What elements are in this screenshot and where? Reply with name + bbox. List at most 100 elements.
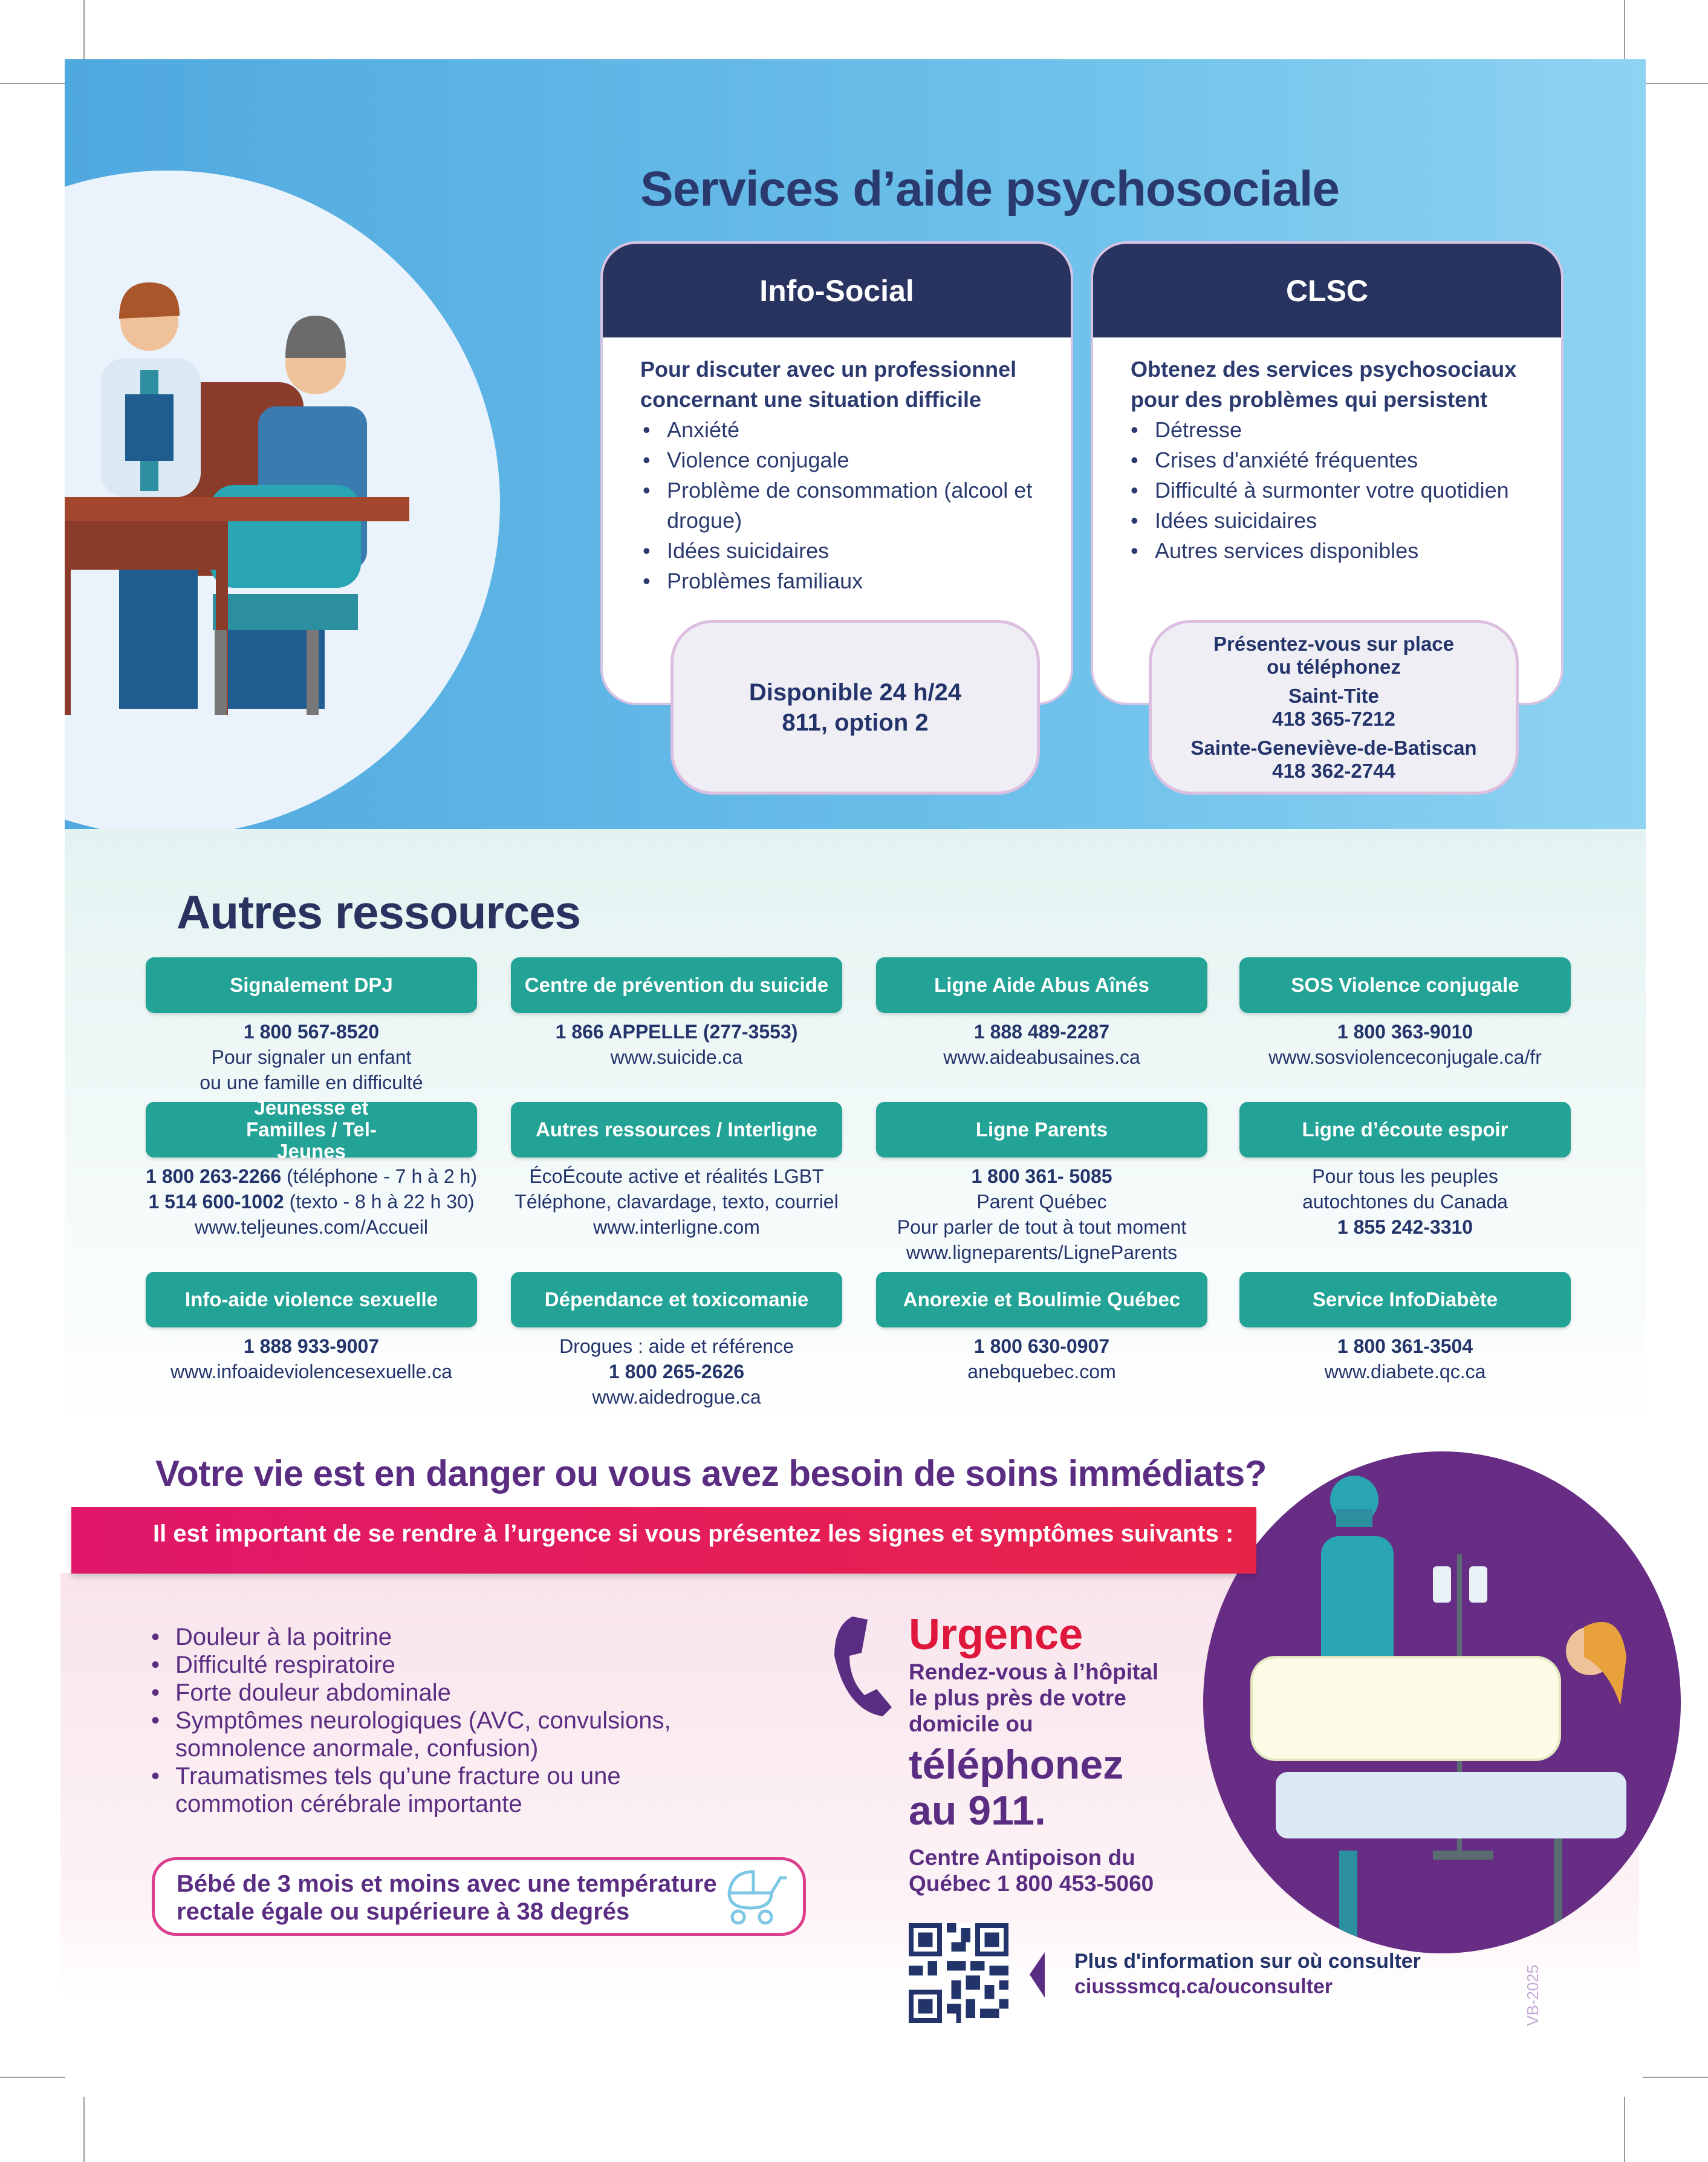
- page-title: Services d’aide psychosociale: [640, 161, 1340, 217]
- list-item: Détresse: [1128, 415, 1525, 445]
- resource-line: www.teljeunes.com/Accueil: [146, 1214, 477, 1240]
- resource-button[interactable]: Centre de prévention du suicide: [511, 957, 842, 1013]
- resource-line: ÉcoÉcoute active et réalités LGBT: [511, 1164, 842, 1189]
- list-item: Forte douleur abdominale: [151, 1679, 756, 1707]
- resource-item: Anorexie et Boulimie Québec 1 800 630-090…: [876, 1272, 1207, 1384]
- resource-text: www.aideabusaines.ca: [943, 1046, 1140, 1068]
- resource-text: anebquebec.com: [967, 1361, 1116, 1382]
- contact-intro: Présentez-vous sur place ou téléphonez: [1213, 632, 1454, 678]
- resource-line: 1 514 600-1002 (texto - 8 h à 22 h 30): [146, 1189, 477, 1214]
- info-social-availability-box: Disponible 24 h/24 811, option 2: [671, 620, 1040, 795]
- resource-text: Pour parler de tout à tout moment: [897, 1216, 1187, 1238]
- qr-code[interactable]: [909, 1923, 1008, 2023]
- resource-button[interactable]: Anorexie et Boulimie Québec: [876, 1272, 1207, 1327]
- list-item: Problème de consommation (alcool et drog…: [640, 475, 1034, 536]
- resource-text: www.infoaideviolencesexuelle.ca: [170, 1361, 453, 1382]
- resource-button[interactable]: Ligne d’écoute espoir: [1239, 1102, 1571, 1158]
- more-info-link[interactable]: ciusssmcq.ca/ouconsulter: [1074, 1975, 1333, 1998]
- info-social-title: Info-Social: [603, 244, 1071, 337]
- resource-line: 1 888 933-9007: [146, 1333, 477, 1359]
- list-item: Crises d'anxiété fréquentes: [1128, 445, 1525, 475]
- info-social-list: Anxiété Violence conjugale Problème de c…: [640, 415, 1034, 596]
- resource-text: 1 800 263-2266: [146, 1165, 282, 1187]
- resource-button[interactable]: Dépendance et toxicomanie: [511, 1272, 842, 1327]
- resource-button[interactable]: Ligne Parents: [876, 1102, 1207, 1158]
- resource-text: www.aidedrogue.ca: [592, 1386, 761, 1408]
- baby-fever-notice: Bébé de 3 mois et moins avec une tempéra…: [152, 1857, 806, 1936]
- banner-text: Il est important de se rendre à: [153, 1520, 504, 1547]
- resource-text: www.sosviolenceconjugale.ca/fr: [1268, 1046, 1542, 1068]
- resource-line: www.sosviolenceconjugale.ca/fr: [1239, 1044, 1571, 1070]
- banner-text: si vous présentez les signes et symptôme…: [611, 1520, 1234, 1547]
- resource-button[interactable]: Jeunesse et Familles / Tel-Jeunes: [146, 1097, 477, 1162]
- resource-text: 1 800 361-3504: [1337, 1335, 1473, 1357]
- emergency-banner: Il est important de se rendre à l’urgenc…: [71, 1507, 1256, 1574]
- resource-line: www.infoaideviolencesexuelle.ca: [146, 1359, 477, 1384]
- resource-text: www.ligneparents/LigneParents: [906, 1242, 1178, 1263]
- resource-line: autochtones du Canada: [1239, 1189, 1571, 1214]
- phone-number: 418 365-7212: [1272, 707, 1395, 730]
- resource-line: 1 800 265-2626: [511, 1359, 842, 1384]
- resource-text: Parent Québec: [976, 1191, 1107, 1213]
- resource-text: www.suicide.ca: [610, 1046, 743, 1068]
- resource-text: 1 855 242-3310: [1337, 1216, 1473, 1238]
- resource-text: Téléphone, clavardage, texto, courriel: [515, 1191, 839, 1213]
- list-item: Difficulté à surmonter votre quotidien: [1128, 475, 1525, 506]
- resource-text: ou une famille en difficulté: [200, 1072, 423, 1093]
- resource-line: 1 800 630-0907: [876, 1333, 1207, 1359]
- list-item: Douleur à la poitrine: [151, 1623, 756, 1651]
- resource-line: 1 866 APPELLE (277-3553): [511, 1019, 842, 1044]
- resource-button[interactable]: Info-aide violence sexuelle: [146, 1272, 477, 1327]
- more-info-text: Plus d'information sur où consulter: [1074, 1950, 1421, 1973]
- emergency-heading: Votre vie est en danger ou vous avez bes…: [155, 1453, 1267, 1494]
- list-item: Problèmes familiaux: [640, 566, 1034, 596]
- call-911-text: téléphonez au 911.: [909, 1742, 1124, 1834]
- resource-text: ÉcoÉcoute active et réalités LGBT: [529, 1165, 824, 1187]
- location-name: Saint-Tite: [1288, 684, 1379, 707]
- consultation-illustration: [65, 171, 500, 829]
- resource-line: Parent Québec: [876, 1189, 1207, 1214]
- resource-line: ou une famille en difficulté: [146, 1070, 477, 1095]
- resource-button[interactable]: Service InfoDiabète: [1239, 1272, 1571, 1327]
- resource-line: Drogues : aide et référence: [511, 1333, 842, 1359]
- antipoison-contact: Centre Antipoison du Québec 1 800 453-50…: [909, 1845, 1154, 1896]
- resource-text: 1 800 567-8520: [243, 1021, 380, 1043]
- resource-line: anebquebec.com: [876, 1359, 1207, 1384]
- resource-line: Pour tous les peuples: [1239, 1164, 1571, 1189]
- resource-line: 1 800 263-2266 (téléphone - 7 h à 2 h): [146, 1164, 477, 1189]
- resource-item: Info-aide violence sexuelle 1 888 933-900…: [146, 1272, 477, 1384]
- resource-text: 1 800 361- 5085: [971, 1165, 1112, 1187]
- resource-text: Pour tous les peuples: [1312, 1165, 1498, 1187]
- phone-number: 418 362-2744: [1272, 759, 1395, 782]
- resource-button[interactable]: SOS Violence conjugale: [1239, 957, 1571, 1013]
- resource-line: www.interligne.com: [511, 1214, 842, 1240]
- list-item: Autres services disponibles: [1128, 536, 1525, 566]
- resource-text: 1 800 630-0907: [973, 1335, 1110, 1357]
- clsc-contact-box: Présentez-vous sur place ou téléphonez S…: [1149, 620, 1519, 795]
- document-code: VB-2025: [1524, 1964, 1542, 2026]
- resource-button[interactable]: Autres ressources / Interligne: [511, 1102, 842, 1158]
- resource-button[interactable]: Ligne Aide Abus Aînés: [876, 957, 1207, 1013]
- resource-text: www.interligne.com: [593, 1216, 760, 1238]
- symptoms-list: Douleur à la poitrine Difficulté respira…: [151, 1623, 756, 1818]
- clsc-title: CLSC: [1093, 244, 1561, 337]
- resource-line: Pour signaler un enfant: [146, 1044, 477, 1070]
- resource-item: Centre de prévention du suicide 1 866 APP…: [511, 957, 842, 1070]
- resource-line: 1 800 363-9010: [1239, 1019, 1571, 1044]
- phone-icon: [834, 1617, 892, 1716]
- baby-notice-text: Bébé de 3 mois et moins avec une tempéra…: [177, 1871, 717, 1925]
- resource-button[interactable]: Signalement DPJ: [146, 957, 477, 1013]
- list-item: Violence conjugale: [640, 445, 1034, 475]
- resource-line: Pour parler de tout à tout moment: [876, 1214, 1207, 1240]
- arrow-left-icon: [1030, 1952, 1045, 1998]
- resource-line: Téléphone, clavardage, texto, courriel: [511, 1189, 842, 1214]
- resource-text: 1 866 APPELLE (277-3553): [555, 1021, 798, 1043]
- resource-line: www.aideabusaines.ca: [876, 1044, 1207, 1070]
